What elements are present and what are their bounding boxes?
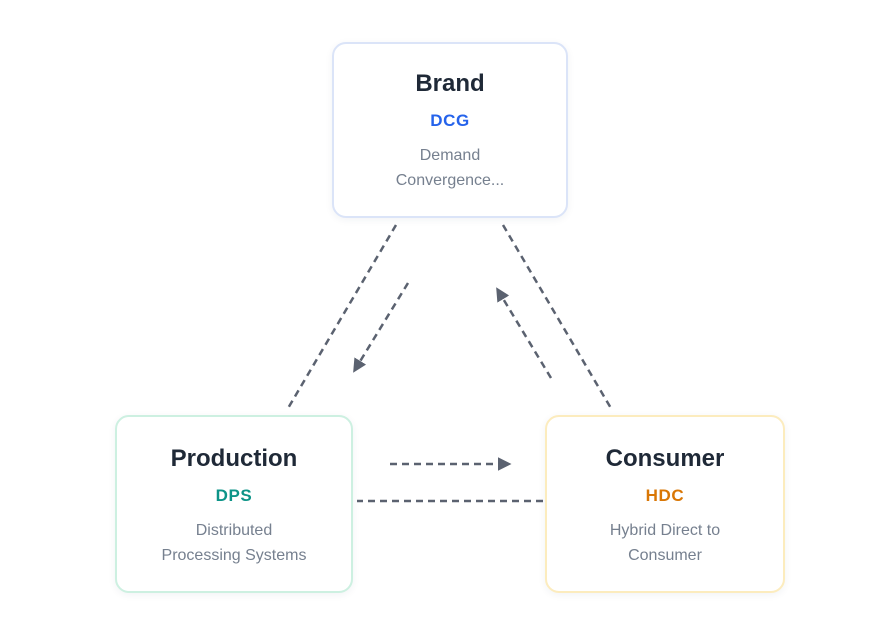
node-brand-description: Demand Convergence...: [334, 143, 566, 193]
node-consumer-abbr: HDC: [645, 486, 685, 505]
edge-production-to-brand-line: [285, 224, 398, 411]
edge-consumer-to-brand-arrow: [496, 287, 553, 379]
node-production: Production DPS Distributed Processing Sy…: [115, 415, 353, 593]
node-consumer: Consumer HDC Hybrid Direct to Consumer: [545, 415, 785, 593]
node-consumer-description: Hybrid Direct to Consumer: [547, 518, 783, 568]
node-consumer-title: Consumer: [605, 445, 725, 472]
node-production-description: Distributed Processing Systems: [117, 518, 351, 568]
edge-brand-to-production-arrow: [353, 282, 410, 373]
node-production-title: Production: [170, 445, 298, 472]
edge-brand-to-consumer-line: [501, 224, 614, 411]
description-line: Hybrid Direct to: [609, 522, 721, 539]
description-line: Processing Systems: [161, 547, 307, 564]
node-brand-abbr: DCG: [430, 111, 470, 130]
description-line: Demand: [419, 147, 481, 164]
description-line: Convergence...: [395, 172, 505, 189]
node-brand: Brand DCG Demand Convergence...: [332, 42, 568, 218]
node-production-abbr: DPS: [215, 486, 253, 505]
node-brand-title: Brand: [415, 70, 485, 97]
description-line: Consumer: [628, 547, 702, 564]
description-line: Distributed: [195, 522, 273, 539]
